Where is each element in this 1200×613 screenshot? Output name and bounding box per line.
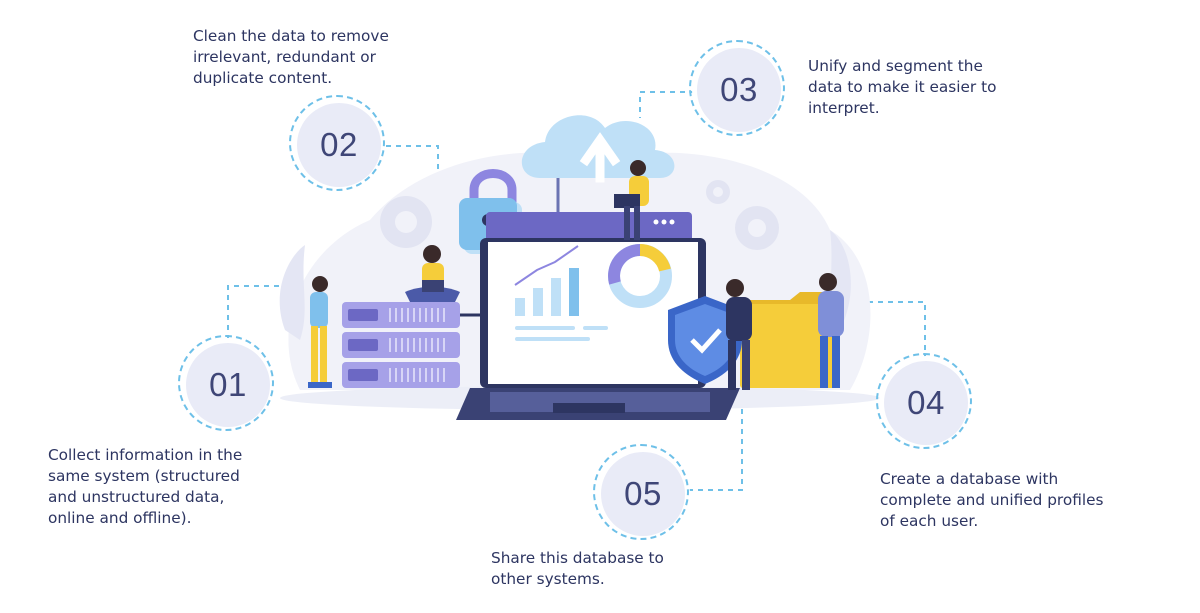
connector-03 (639, 91, 695, 118)
step-02-badge: 02 (289, 95, 385, 191)
person-woman-phone (308, 276, 332, 388)
leaf-left (279, 245, 305, 340)
connector-01 (227, 285, 300, 340)
step-05-badge: 05 (593, 444, 689, 540)
step-04-text: Create a database with complete and unif… (880, 470, 1104, 530)
folder-icon (740, 292, 840, 388)
connector-05 (688, 405, 743, 491)
person-sitting-server (405, 245, 460, 302)
step-02-number: 02 (320, 126, 358, 163)
donut-chart-icon (608, 244, 672, 308)
connector-02 (386, 145, 439, 200)
step-02-text: Clean the data to remove irrelevant, red… (193, 27, 389, 87)
step-03-badge: 03 (689, 40, 785, 136)
step-01-badge: 01 (178, 335, 274, 431)
shield-check-icon (668, 296, 742, 384)
step-03-number: 03 (720, 71, 758, 108)
person-man-phone-right (818, 273, 844, 388)
person-sitting-laptop-top (614, 160, 649, 240)
person-man-shield (726, 279, 752, 390)
step-01-text: Collect information in the same system (… (48, 446, 243, 527)
step-03-text: Unify and segment the data to make it ea… (808, 57, 997, 117)
bar-chart-icon (514, 245, 608, 341)
step-04-badge: 04 (876, 353, 972, 449)
server-rack-icon (342, 302, 482, 388)
step-04-number: 04 (907, 384, 945, 421)
step-05-number: 05 (624, 475, 662, 512)
step-01-number: 01 (209, 366, 247, 403)
connector-04 (860, 301, 926, 360)
step-05-text: Share this database to other systems. (491, 549, 664, 588)
